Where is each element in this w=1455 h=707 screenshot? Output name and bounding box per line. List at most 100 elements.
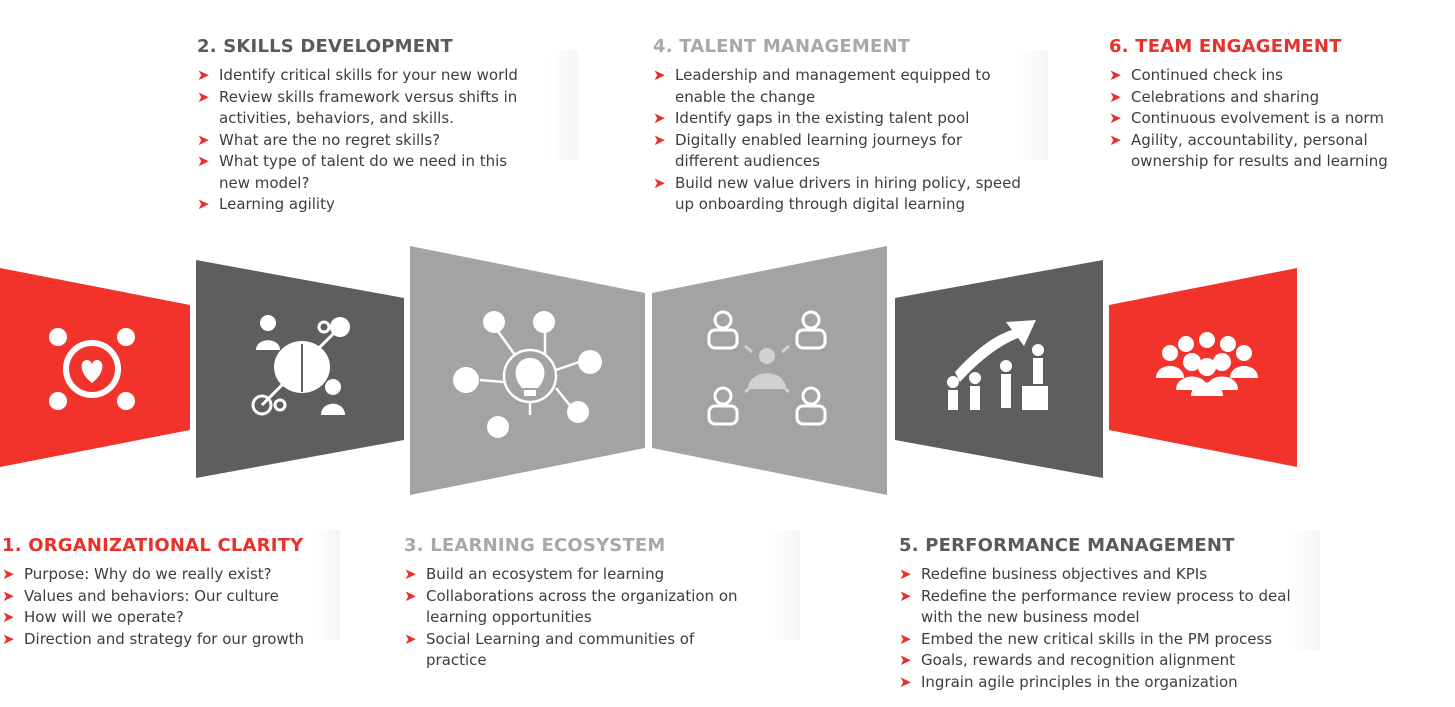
section-title: 1. ORGANIZATIONAL CLARITY [2, 535, 304, 556]
list-item-text: Identify critical skills for your new wo… [219, 66, 518, 84]
list-item-text: Leadership and management equipped to en… [675, 66, 991, 106]
chevron-right-icon: ➤ [2, 565, 15, 583]
section-performance-management: 5. PERFORMANCE MANAGEMENT ➤Redefine busi… [899, 535, 1299, 693]
team-group-icon [1156, 332, 1258, 396]
list-item: ➤ Continuous evolvement is a norm [1109, 108, 1409, 130]
chevron-right-icon: ➤ [197, 66, 210, 84]
list-item: ➤ Continued check ins [1109, 65, 1409, 87]
team-engagement-panel [1109, 268, 1297, 467]
chevron-right-icon: ➤ [653, 109, 666, 127]
list-item-text: Social Learning and communities of pract… [426, 629, 695, 670]
list-item-text: Ingrain agile principles in the organiza… [921, 672, 1238, 691]
section-talent-management: 4. TALENT MANAGEMENT ➤ Leadership and man… [653, 36, 1028, 216]
chevron-right-icon: ➤ [197, 130, 210, 149]
list-item-text: Redefine business objectives and KPIs [921, 565, 1208, 583]
organizational-clarity-panel [0, 268, 190, 467]
chevron-right-icon: ➤ [1109, 87, 1122, 106]
list-item-text: Purpose: Why do we really exist? [24, 565, 272, 583]
section-title: 5. PERFORMANCE MANAGEMENT [899, 535, 1235, 556]
shadow-strip [548, 50, 578, 160]
chevron-right-icon: ➤ [404, 586, 417, 605]
section-title: 6. TEAM ENGAGEMENT [1109, 36, 1342, 57]
list-item-text: Redefine the performance review process … [921, 586, 1291, 627]
list-item: ➤Values and behaviors: Our culture [2, 586, 322, 608]
chevron-right-icon: ➤ [1109, 130, 1122, 149]
heart-cycle-icon [49, 328, 135, 410]
bullet-list: ➤Redefine business objectives and KPIs➤R… [899, 564, 1299, 693]
chevron-right-icon: ➤ [2, 586, 15, 605]
section-organizational-clarity: 1. ORGANIZATIONAL CLARITY ➤ Purpose: Why … [2, 535, 322, 650]
chevron-right-icon: ➤ [653, 130, 666, 149]
talent-management-panel [652, 246, 887, 495]
bullet-list: ➤Build an ecosystem for learning➤Collabo… [404, 564, 749, 672]
list-item-text: How will we operate? [24, 608, 184, 626]
list-item: ➤ Review skills framework versus shifts i… [197, 87, 537, 130]
list-item: ➤ Redefine the performance review process… [899, 586, 1299, 629]
section-skills-development: 2. SKILLS DEVELOPMENT ➤ Identify critical… [197, 36, 537, 216]
shadow-strip [770, 530, 800, 640]
list-item: ➤ Agility, accountability, personal owner… [1109, 130, 1409, 173]
list-item: ➤ Purpose: Why do we really exist? [2, 564, 322, 586]
shadow-strip [1018, 50, 1048, 160]
section-team-engagement: 6. TEAM ENGAGEMENT ➤Continued check ins➤… [1109, 36, 1409, 173]
panel-band [0, 246, 1297, 495]
list-item-text: Agility, accountability, personal owners… [1131, 130, 1388, 171]
chevron-right-icon: ➤ [197, 152, 210, 170]
list-item: ➤ What are the no regret skills? [197, 130, 537, 152]
chevron-right-icon: ➤ [653, 173, 666, 192]
list-item-text: Build new value drivers in hiring policy… [675, 173, 1021, 214]
list-item-text: What are the no regret skills? [219, 130, 441, 149]
list-item: ➤ Learning agility [197, 194, 537, 216]
list-item: ➤ Identify gaps in the existing talent po… [653, 108, 1028, 130]
chevron-right-icon: ➤ [404, 629, 417, 648]
section-learning-ecosystem: 3. LEARNING ECOSYSTEM ➤Build an ecosyste… [404, 535, 749, 672]
list-item: ➤Goals, rewards and recognition alignmen… [899, 650, 1299, 672]
list-item-text: Continued check ins [1131, 66, 1283, 84]
list-item: ➤Redefine business objectives and KPIs [899, 564, 1299, 586]
list-item: ➤ Build new value drivers in hiring polic… [653, 173, 1028, 216]
chevron-right-icon: ➤ [899, 629, 912, 648]
list-item: ➤What type of talent do we need in this … [197, 151, 537, 194]
chevron-right-icon: ➤ [404, 565, 417, 583]
list-item: ➤ Leadership and management equipped to e… [653, 65, 1028, 108]
list-item-text: Review skills framework versus shifts in… [219, 87, 518, 128]
list-item: ➤ Social Learning and communities of prac… [404, 629, 749, 672]
list-item: ➤Build an ecosystem for learning [404, 564, 749, 586]
section-title: 2. SKILLS DEVELOPMENT [197, 36, 453, 57]
bullet-list: ➤ Purpose: Why do we really exist? ➤Values… [2, 564, 322, 650]
chevron-right-icon: ➤ [653, 66, 666, 84]
list-item-text: Celebrations and sharing [1131, 87, 1320, 106]
skills-development-panel [196, 260, 404, 478]
list-item-text: Goals, rewards and recognition alignment [921, 651, 1236, 669]
shadow-strip [1290, 530, 1320, 650]
bullet-list: ➤ Identify critical skills for your new w… [197, 65, 537, 216]
list-item: ➤ Celebrations and sharing [1109, 87, 1409, 109]
brain-network-icon [251, 315, 350, 416]
list-item-text: Direction and strategy for our growth [24, 629, 305, 648]
list-item-text: Identify gaps in the existing talent poo… [675, 109, 970, 127]
bullet-list: ➤ Leadership and management equipped to e… [653, 65, 1028, 216]
shadow-strip [310, 530, 340, 640]
chevron-right-icon: ➤ [197, 195, 210, 213]
performance-management-panel [895, 260, 1103, 478]
section-title: 4. TALENT MANAGEMENT [653, 36, 911, 57]
growth-arrow-team-icon [947, 320, 1048, 410]
list-item: ➤Direction and strategy for our growth [2, 629, 322, 651]
list-item: ➤How will we operate? [2, 607, 322, 629]
panel-shape [652, 246, 887, 495]
chevron-right-icon: ➤ [899, 586, 912, 605]
list-item: ➤ Identify critical skills for your new w… [197, 65, 537, 87]
list-item: ➤Ingrain agile principles in the organiz… [899, 672, 1299, 694]
list-item-text: Continuous evolvement is a norm [1131, 109, 1384, 127]
chevron-right-icon: ➤ [1109, 109, 1122, 127]
people-network-icon [707, 310, 827, 426]
bullet-list: ➤ Continued check ins ➤ Celebrations and sh… [1109, 65, 1409, 173]
list-item: ➤Embed the new critical skills in the PM… [899, 629, 1299, 651]
chevron-right-icon: ➤ [197, 87, 210, 106]
list-item-text: Learning agility [219, 195, 335, 213]
list-item: ➤Collaborations across the organization … [404, 586, 749, 629]
chevron-right-icon: ➤ [1109, 66, 1122, 84]
learning-ecosystem-panel [410, 246, 645, 495]
list-item-text: Digitally enabled learning journeys for … [675, 130, 963, 171]
section-title: 3. LEARNING ECOSYSTEM [404, 535, 666, 556]
